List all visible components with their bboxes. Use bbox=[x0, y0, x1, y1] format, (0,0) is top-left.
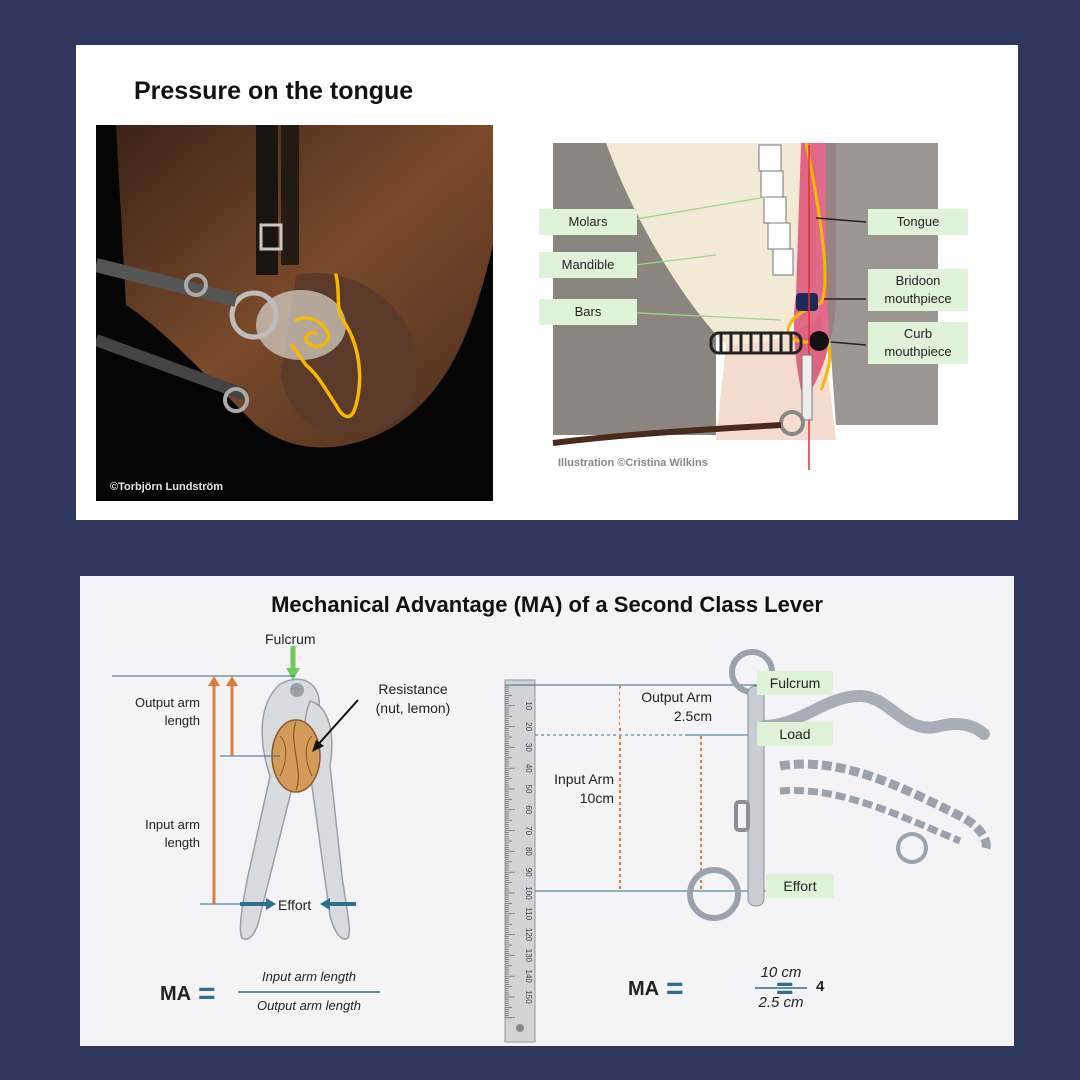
bit-input-line1: Input Arm bbox=[538, 770, 614, 789]
ruler-number: 110 bbox=[524, 907, 533, 920]
label-molars: Molars bbox=[539, 209, 637, 235]
ruler-number: 100 bbox=[524, 886, 533, 900]
ma-result: 4 bbox=[816, 977, 824, 997]
illustration-credit: Illustration ©Cristina Wilkins bbox=[558, 457, 708, 469]
ruler-number: 150 bbox=[524, 990, 533, 1004]
ruler-number: 130 bbox=[524, 949, 533, 963]
curb-mouthpiece-shape bbox=[809, 331, 829, 351]
bit-ma-label: MA bbox=[628, 976, 659, 1003]
ruler-number: 50 bbox=[524, 785, 533, 794]
bit-equals-sign-2: = bbox=[776, 969, 794, 1010]
ruler-number: 40 bbox=[524, 764, 533, 773]
bit-load-tag: Load bbox=[757, 722, 833, 746]
label-tongue: Tongue bbox=[868, 209, 968, 235]
ruler-number: 120 bbox=[524, 928, 533, 942]
ruler-hole bbox=[516, 1024, 524, 1032]
ruler bbox=[505, 680, 535, 1042]
bit-lever-diagram: 10 20 30 40 50 60 70 80 90 100 110 120 130 140 150 bbox=[80, 576, 1014, 1046]
slide-mechanical-advantage: Mechanical Advantage (MA) of a Second Cl… bbox=[80, 576, 1014, 1046]
bit-effort-tag: Effort bbox=[766, 874, 834, 898]
ruler-number: 80 bbox=[524, 847, 533, 856]
ruler-number: 60 bbox=[524, 805, 533, 814]
bit-input-line2: 10cm bbox=[538, 789, 614, 808]
label-mandible: Mandible bbox=[539, 252, 637, 278]
curb-line1: Curb bbox=[904, 325, 932, 343]
output-arm-label: Output Arm 2.5cm bbox=[620, 688, 712, 726]
bit-drawing bbox=[690, 652, 986, 918]
label-bridoon-mouthpiece: Bridoon mouthpiece bbox=[868, 269, 968, 311]
curb-shank bbox=[802, 355, 812, 420]
curb-line2: mouthpiece bbox=[884, 343, 951, 361]
ruler-number: 140 bbox=[524, 970, 533, 984]
ruler-number: 20 bbox=[524, 722, 533, 731]
bit-equals-sign: = bbox=[666, 969, 684, 1010]
ruler-number: 10 bbox=[524, 701, 533, 710]
ruler-number: 30 bbox=[524, 743, 533, 752]
ruler-number: 90 bbox=[524, 868, 533, 877]
bridoon-line1: Bridoon bbox=[896, 272, 941, 290]
ruler-number: 70 bbox=[524, 826, 533, 835]
slide-pressure-on-tongue: Pressure on the tongue ©Torbjö bbox=[76, 45, 1018, 520]
bridoon-mouthpiece-shape bbox=[796, 293, 818, 311]
bit-fulcrum-tag: Fulcrum bbox=[757, 671, 833, 695]
bit-output-line2: 2.5cm bbox=[620, 707, 712, 726]
label-bars: Bars bbox=[539, 299, 637, 325]
label-curb-mouthpiece: Curb mouthpiece bbox=[868, 322, 968, 364]
bit-output-line1: Output Arm bbox=[620, 688, 712, 707]
bridoon-line2: mouthpiece bbox=[884, 290, 951, 308]
input-arm-label: Input Arm 10cm bbox=[538, 770, 614, 808]
